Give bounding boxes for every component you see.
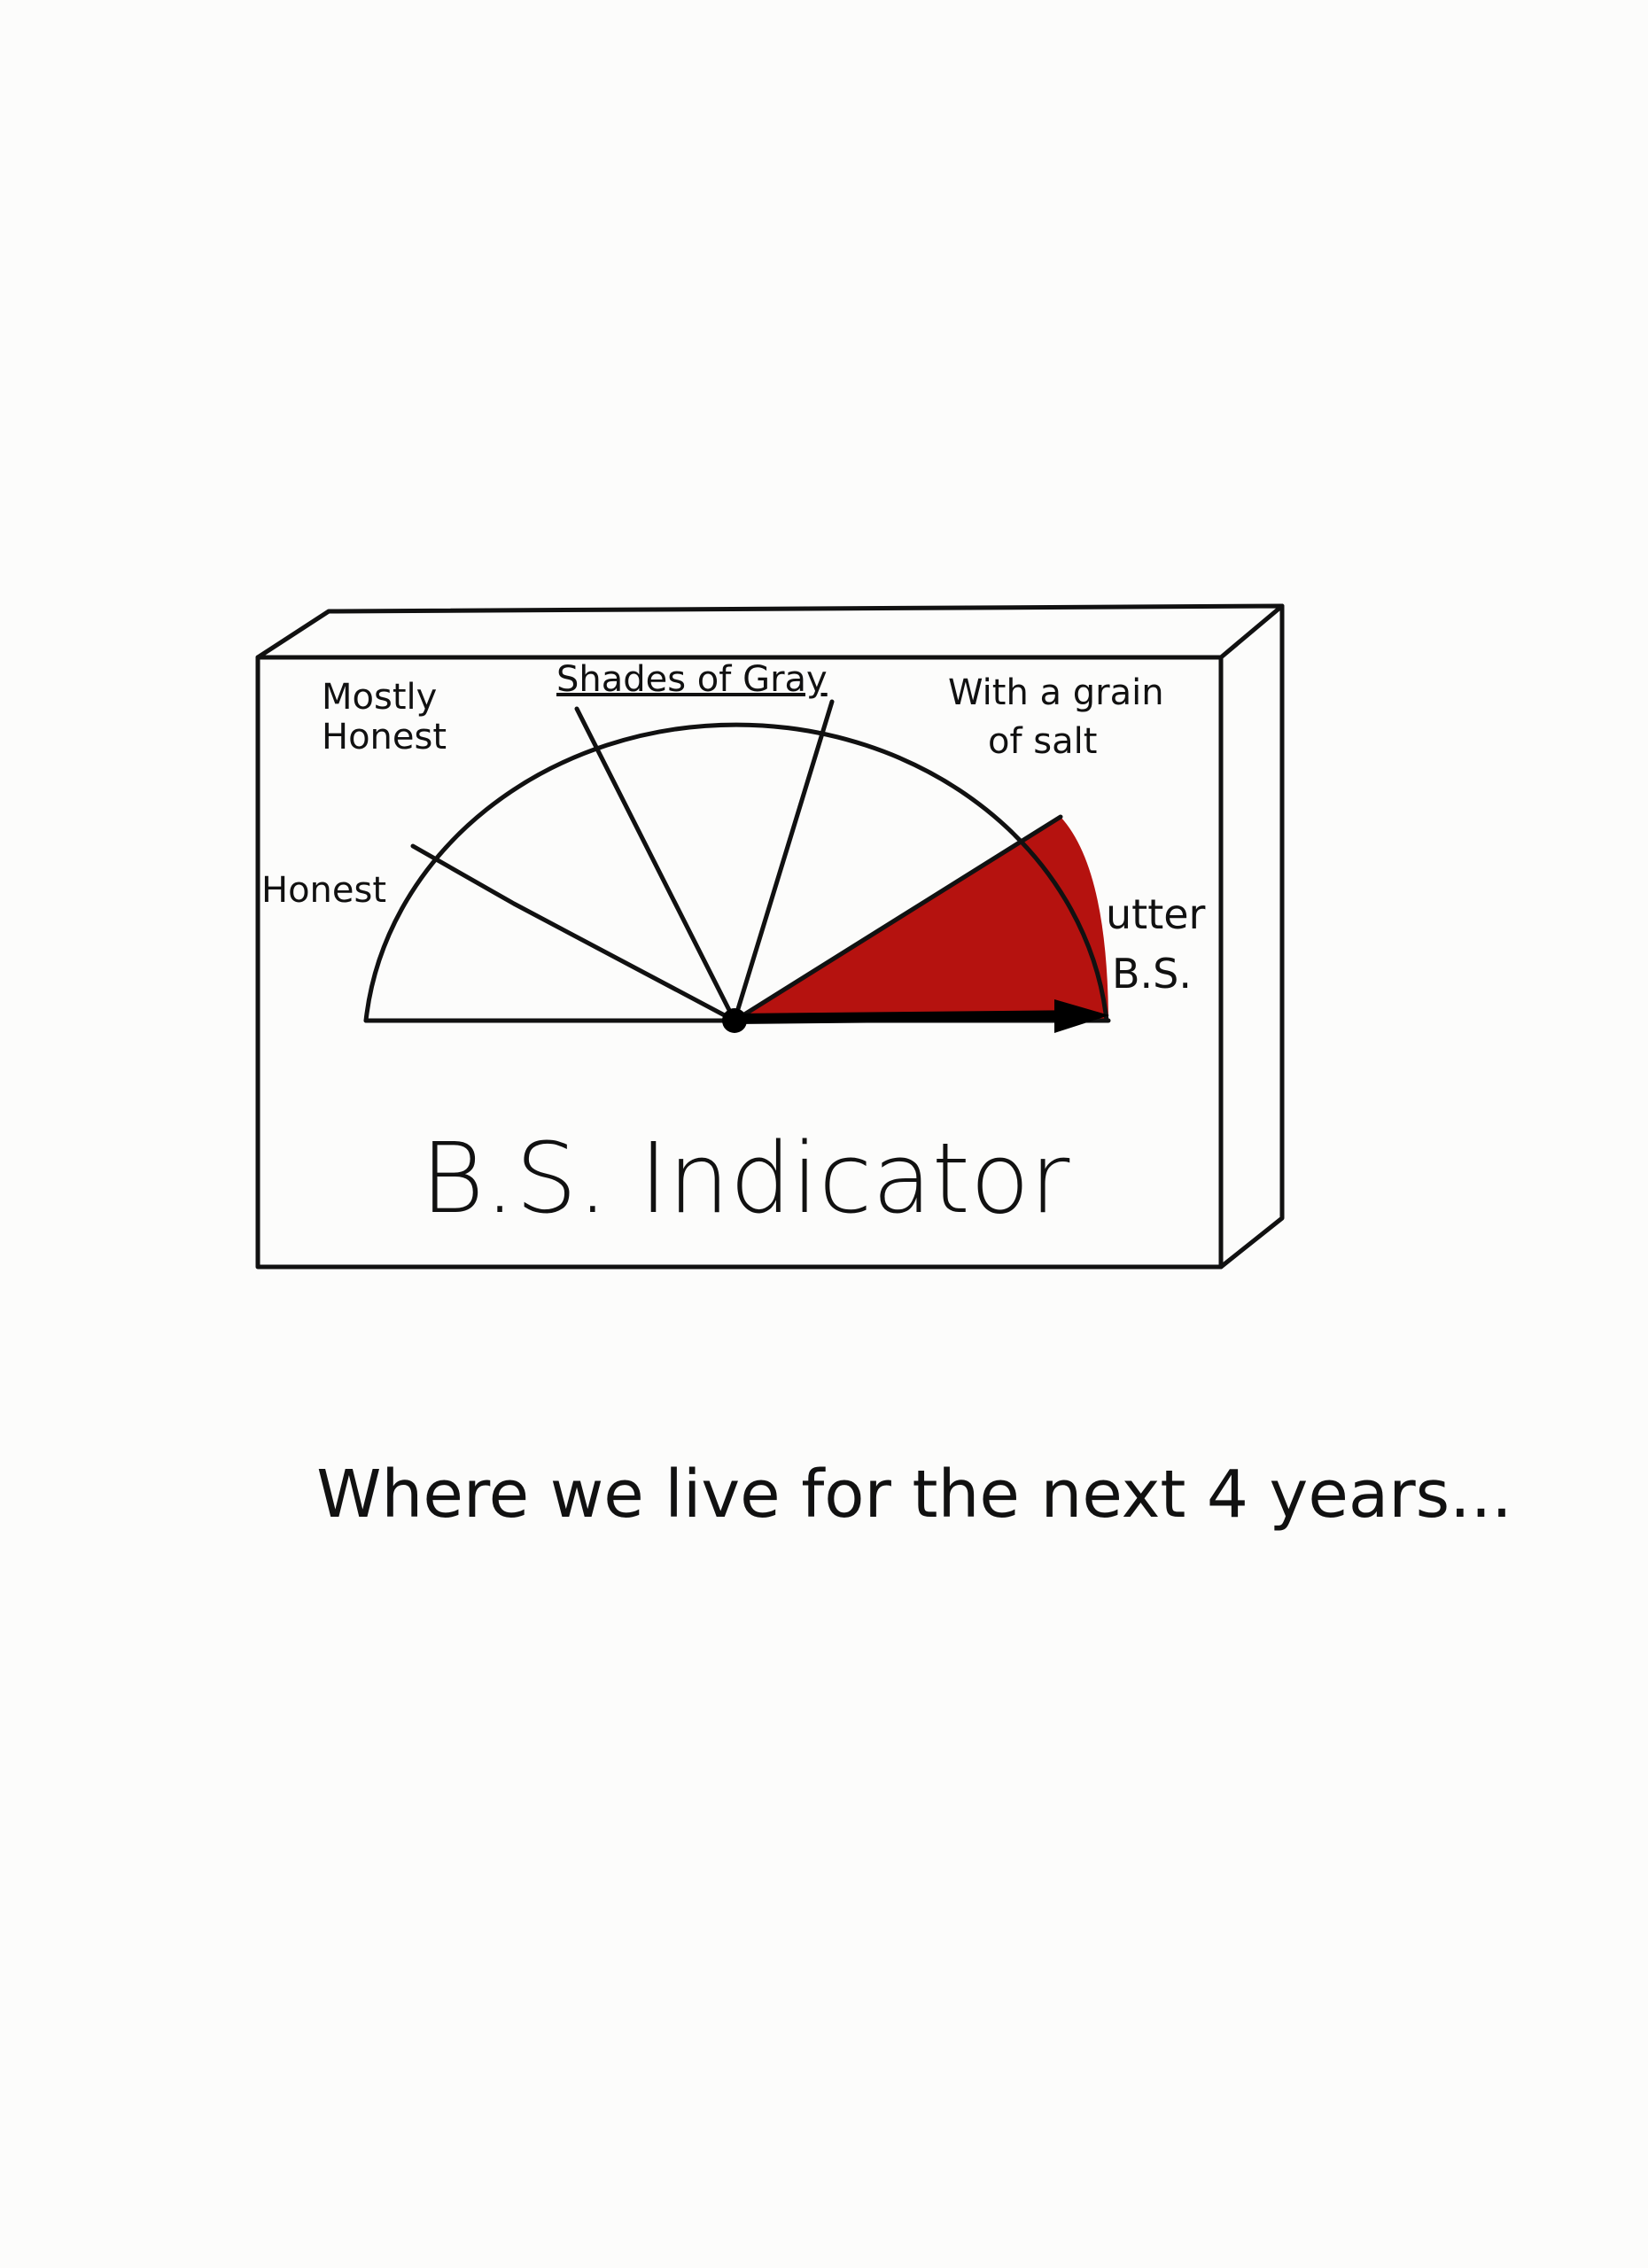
caption: Where we live for the next 4 years...	[316, 1456, 1512, 1533]
gauge-divider	[574, 706, 737, 1023]
box-right-face	[1218, 603, 1285, 1270]
utter-bs-sector	[735, 817, 1108, 1021]
label-mostly-honest: Honest	[322, 717, 447, 757]
box-front-face	[255, 655, 1224, 1270]
needle-pivot	[722, 1008, 747, 1033]
box-top-face	[255, 603, 1285, 660]
gauge-arc	[363, 722, 1109, 1023]
gauge-divider	[410, 843, 737, 1023]
label-utter-bs: utter	[1106, 890, 1206, 938]
label-honest: Honest	[261, 870, 386, 911]
needle-arrowhead	[1054, 999, 1109, 1033]
gauge-needle	[734, 1010, 1091, 1024]
label-shades-of-gray: Shades of Gray	[556, 659, 828, 700]
label-mostly-honest: Mostly	[322, 677, 437, 718]
label-grain-of-salt: of salt	[988, 721, 1097, 762]
gauge-divider	[732, 699, 835, 1023]
gauge-title: B.S. Indicator	[421, 1122, 1071, 1235]
gauge-divider	[732, 814, 1063, 1023]
label-grain-of-salt: With a grain	[948, 672, 1164, 713]
label-utter-bs: B.S.	[1112, 950, 1192, 998]
